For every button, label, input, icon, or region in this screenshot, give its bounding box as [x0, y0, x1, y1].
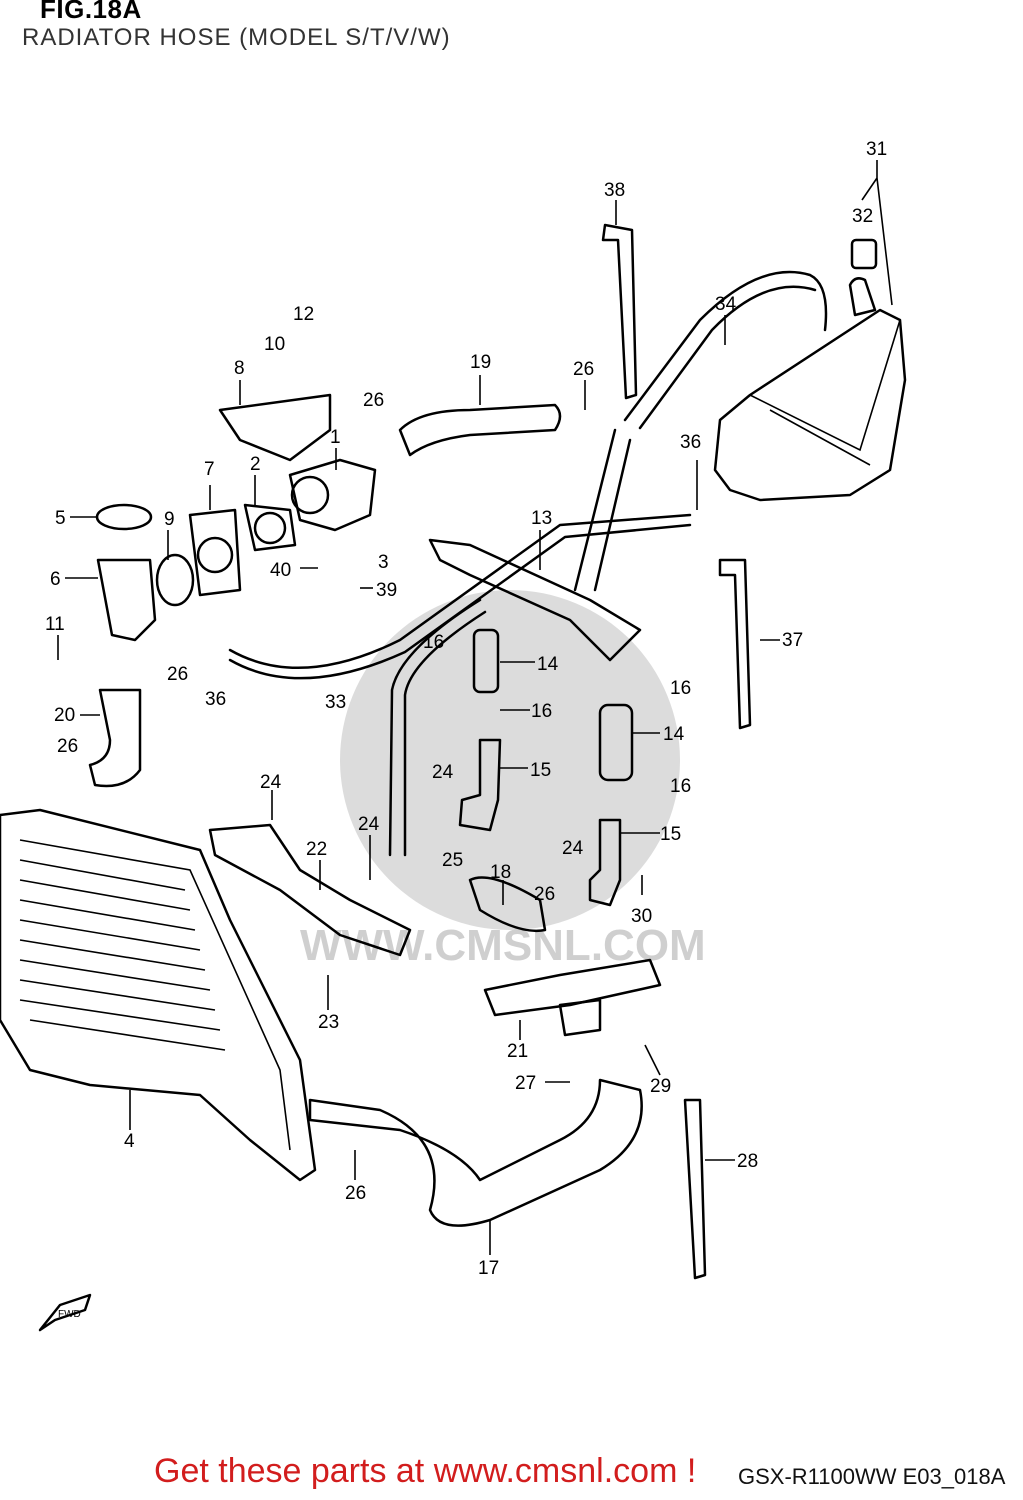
callout-11: 11 [45, 614, 65, 635]
callout-25: 25 [442, 850, 463, 871]
callout-10: 10 [264, 334, 285, 355]
callout-26: 26 [534, 884, 555, 905]
callout-24: 24 [562, 838, 584, 859]
fitting-15-upper[interactable] [458, 738, 502, 832]
callout-38: 38 [604, 180, 625, 201]
model-code: GSX-R1100WW E03_018A [738, 1464, 1006, 1489]
callouts: 31 32 38 34 12 10 8 19 26 26 1 36 7 2 5 … [45, 139, 887, 1279]
hose-19[interactable] [398, 403, 562, 457]
callout-2: 2 [250, 454, 261, 475]
callout-24: 24 [358, 814, 380, 835]
callout-34: 34 [715, 294, 737, 315]
callout-36: 36 [680, 432, 701, 453]
callout-30: 30 [631, 906, 652, 927]
callout-4: 4 [124, 1131, 135, 1152]
callout-19: 19 [470, 352, 491, 373]
callout-26: 26 [573, 359, 594, 380]
callout-26: 26 [345, 1183, 366, 1204]
footer-link[interactable]: Get these parts at www.cmsnl.com ! [154, 1452, 697, 1490]
callout-23: 23 [318, 1012, 339, 1033]
hose-strap-28[interactable] [683, 1098, 707, 1280]
callout-36: 36 [205, 689, 226, 710]
callout-29: 29 [650, 1076, 671, 1097]
leader-lines [57, 160, 893, 1255]
reservoir-cap[interactable] [850, 238, 878, 270]
callout-26: 26 [167, 664, 188, 685]
hose-14-lower[interactable] [598, 703, 634, 782]
callout-28: 28 [737, 1151, 758, 1172]
hose-18[interactable] [468, 876, 547, 932]
callout-7: 7 [204, 459, 215, 480]
callout-16: 16 [670, 776, 691, 797]
callout-16: 16 [423, 632, 444, 653]
hose-strap-37[interactable] [718, 558, 752, 730]
callout-26: 26 [363, 390, 384, 411]
hose-20[interactable] [88, 688, 142, 788]
callout-9: 9 [164, 509, 175, 530]
hose-left-long[interactable] [388, 598, 487, 857]
callout-12: 12 [293, 304, 314, 325]
callout-8: 8 [234, 358, 245, 379]
callout-5: 5 [55, 508, 66, 529]
callout-15: 15 [660, 824, 681, 845]
callout-14: 14 [663, 724, 685, 745]
callout-14: 14 [537, 654, 559, 675]
pipe-21[interactable] [483, 958, 662, 1037]
callout-21: 21 [507, 1041, 528, 1062]
reservoir-tank[interactable] [573, 270, 907, 592]
callout-16: 16 [670, 678, 691, 699]
callout-24: 24 [260, 772, 282, 793]
watermark: WWW.CMSNL.COM [300, 590, 706, 970]
filler-neck[interactable] [95, 503, 195, 642]
callout-17: 17 [478, 1258, 499, 1279]
watermark-text: WWW.CMSNL.COM [300, 921, 706, 970]
callout-1: 1 [330, 427, 341, 448]
callout-39: 39 [376, 580, 397, 601]
callout-6: 6 [50, 569, 61, 590]
callout-40: 40 [270, 560, 291, 581]
figure-subtitle: RADIATOR HOSE (MODEL S/T/V/W) [22, 24, 451, 51]
fwd-arrow-icon: FWD [38, 1293, 92, 1332]
callout-24: 24 [432, 762, 454, 783]
hose-14-upper[interactable] [472, 628, 500, 694]
radiator[interactable] [0, 808, 317, 1182]
callout-31: 31 [866, 139, 887, 160]
callout-26: 26 [57, 736, 78, 757]
callout-13: 13 [531, 508, 552, 529]
callout-33: 33 [325, 692, 346, 713]
hose-33[interactable] [228, 513, 692, 680]
callout-32: 32 [852, 206, 873, 227]
pipe-22[interactable] [208, 823, 412, 957]
hose-strap-38[interactable] [601, 223, 638, 400]
callout-22: 22 [306, 839, 327, 860]
hose-17[interactable] [308, 1078, 643, 1227]
fitting-15-lower[interactable] [588, 818, 622, 907]
svg-text:FWD: FWD [58, 1309, 81, 1320]
callout-27: 27 [515, 1073, 536, 1094]
pipe-13[interactable] [428, 538, 642, 662]
callout-3: 3 [378, 552, 389, 573]
thermostat-housing[interactable] [188, 458, 377, 597]
callout-16: 16 [531, 701, 552, 722]
figure-title: FIG.18A [40, 0, 142, 24]
callout-18: 18 [490, 862, 511, 883]
bracket-8[interactable] [218, 393, 332, 462]
callout-15: 15 [530, 760, 551, 781]
callout-20: 20 [54, 705, 75, 726]
callout-37: 37 [782, 630, 803, 651]
